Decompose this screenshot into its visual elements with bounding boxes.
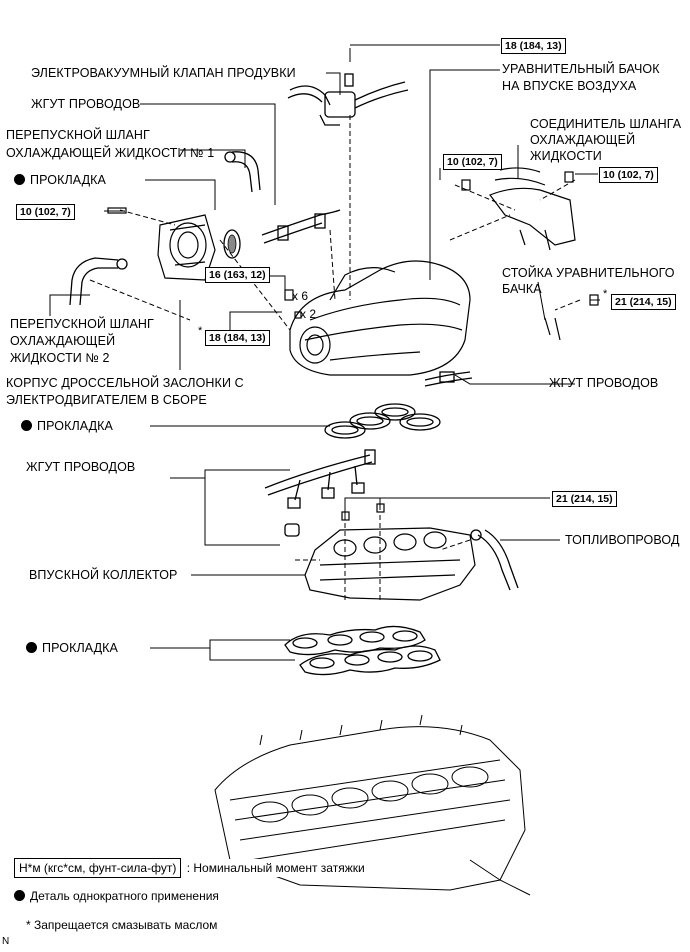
label-bypass-hose-2-line2: ОХЛАЖДАЮЩЕЙ	[10, 334, 116, 348]
leader-bypass-1	[180, 149, 246, 168]
north-marker: N	[2, 936, 10, 947]
intake-manifold-drawing	[304, 503, 476, 601]
label-throttle-body-line2: ЭЛЕКТРОДВИГАТЕЛЕМ В СБОРЕ	[6, 393, 207, 407]
label-surge-tank-line1: УРАВНИТЕЛЬНЫЙ БАЧОК	[502, 62, 660, 76]
harness-top-drawing	[261, 209, 341, 244]
torque-box-top: 18 (184, 13)	[501, 38, 566, 54]
label-intake-manifold: ВПУСКНОЙ КОЛЛЕКТОР	[29, 568, 178, 582]
torque-box-connector-right: 10 (102, 7)	[599, 167, 658, 183]
label-harness-right: ЖГУТ ПРОВОДОВ	[549, 376, 659, 390]
evap-valve-drawing	[287, 73, 409, 126]
leader-harness-top	[140, 103, 276, 205]
label-hose-connector-line3: ЖИДКОСТИ	[530, 149, 602, 163]
label-x2: x 2	[300, 307, 317, 321]
hose-connector-drawing	[461, 167, 576, 251]
legend-torque-desc: : Номинальный момент затяжки	[184, 859, 367, 877]
harness-mid-drawing	[264, 449, 376, 537]
leader-18b	[229, 311, 282, 336]
non-reusable-icon	[26, 642, 37, 653]
legend-non-reusable: Деталь однократного применения	[14, 889, 219, 903]
label-gasket-1: ПРОКЛАДКА	[14, 173, 106, 188]
no-oil-star: *	[198, 325, 203, 337]
torque-box-16: 16 (163, 12)	[205, 267, 270, 283]
label-surge-stay-line2: БАЧКА	[502, 282, 542, 296]
leader-stay	[537, 281, 546, 321]
no-oil-star-stay: *	[603, 288, 608, 300]
bypass-hose-2-drawing	[69, 257, 128, 306]
label-harness-top: ЖГУТ ПРОВОДОВ	[31, 97, 141, 111]
label-bypass-hose-1-line2: ОХЛАЖДАЮЩЕЙ ЖИДКОСТИ № 1	[6, 146, 215, 160]
label-x6: x 6	[292, 289, 309, 303]
leader-harness-mid	[170, 477, 280, 546]
leader-bypass-2	[49, 294, 90, 316]
non-reusable-icon	[14, 174, 25, 185]
bypass-hose-1-drawing	[224, 151, 261, 193]
label-fuel-pipe: ТОПЛИВОПРОВОД	[565, 533, 680, 547]
legend-non-reusable-text: Деталь однократного применения	[30, 889, 219, 903]
torque-box-connector-left: 10 (102, 7)	[443, 154, 502, 170]
torque-box-18b: 18 (184, 13)	[205, 330, 270, 346]
fuel-pipe-drawing	[470, 529, 519, 591]
label-throttle-body-line1: КОРПУС ДРОССЕЛЬНОЙ ЗАСЛОНКИ С	[6, 376, 244, 390]
leader-manifold-bolt	[379, 497, 550, 510]
torque-box-manifold: 21 (214, 15)	[552, 491, 617, 507]
leader-evap-valve	[326, 72, 341, 95]
label-surge-tank-line2: НА ВПУСКЕ ВОЗДУХА	[502, 79, 637, 93]
leader-gasket-3	[150, 647, 295, 661]
label-hose-connector-line2: ОХЛАЖДАЮЩЕЙ	[530, 133, 636, 147]
leader-gasket-1	[145, 179, 216, 210]
engine-overview-drawing	[214, 714, 531, 896]
label-harness-mid: ЖГУТ ПРОВОДОВ	[26, 460, 136, 474]
label-gasket-3: ПРОКЛАДКА	[26, 641, 118, 656]
torque-box-stay: 21 (214, 15)	[611, 294, 676, 310]
leader-surge-tank	[429, 69, 500, 280]
legend-no-oil: * Запрещается смазывать маслом	[26, 918, 218, 932]
leader-harness-right	[454, 374, 575, 385]
harness-right-drawing	[424, 371, 473, 387]
gasket-2-drawing	[324, 403, 441, 439]
label-gasket-2: ПРОКЛАДКА	[21, 419, 113, 434]
label-bypass-hose-1-line1: ПЕРЕПУСКНОЙ ШЛАНГ	[6, 128, 150, 142]
label-bypass-hose-2-line3: ЖИДКОСТИ № 2	[10, 351, 110, 365]
legend-torque: Н*м (кгс*см, фунт-сила-фут) : Номинальны…	[14, 858, 367, 878]
label-gasket-3-text: ПРОКЛАДКА	[42, 641, 118, 655]
surge-stay-drawing	[544, 294, 599, 341]
non-reusable-icon	[14, 890, 25, 901]
non-reusable-icon	[21, 420, 32, 431]
gasket-3-drawing	[284, 625, 441, 676]
legend-torque-unit: Н*м (кгс*см, фунт-сила-фут)	[14, 858, 182, 878]
label-hose-connector-line1: СОЕДИНИТЕЛЬ ШЛАНГА	[530, 117, 682, 131]
label-evap-valve: ЭЛЕКТРОВАКУУМНЫЙ КЛАПАН ПРОДУВКИ	[31, 66, 296, 80]
torque-box-left: 10 (102, 7)	[16, 204, 75, 220]
gasket-1-drawing	[223, 229, 241, 259]
surge-tank-drawing	[284, 260, 471, 376]
label-surge-stay-line1: СТОЙКА УРАВНИТЕЛЬНОГО	[502, 266, 675, 280]
label-gasket-1-text: ПРОКЛАДКА	[30, 173, 106, 187]
label-gasket-2-text: ПРОКЛАДКА	[37, 419, 113, 433]
label-bypass-hose-2-line1: ПЕРЕПУСКНОЙ ШЛАНГ	[10, 317, 154, 331]
